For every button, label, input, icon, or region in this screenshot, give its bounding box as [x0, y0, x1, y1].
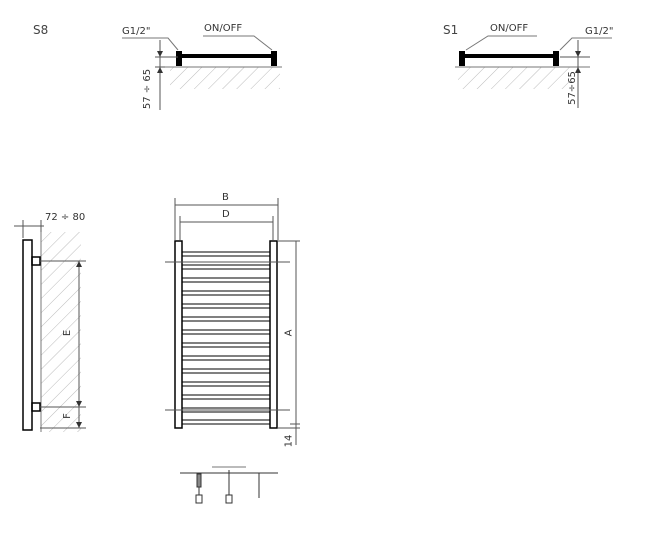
heating-bar — [181, 394, 271, 400]
heating-bar — [181, 419, 271, 425]
s1-distance-label: 57÷65 — [566, 71, 578, 105]
dim-a-label: A — [283, 329, 295, 337]
side-view — [14, 220, 86, 432]
heating-bar — [181, 303, 271, 309]
left-collector — [174, 240, 183, 429]
heating-bar — [181, 381, 271, 387]
s8-connection-label: G1/2" — [122, 26, 151, 37]
heating-bar — [181, 277, 271, 283]
heating-bar — [181, 342, 271, 348]
heating-bar — [181, 290, 271, 296]
heating-bar — [181, 264, 271, 270]
s1-switch-label: ON/OFF — [490, 23, 529, 34]
s8-top-view — [122, 35, 282, 110]
s1-connection-label: G1/2" — [585, 26, 614, 37]
heating-bar — [181, 368, 271, 374]
dim-14-label: 14 — [283, 434, 295, 448]
s8-title: S8 — [33, 23, 49, 37]
dim-d-label: D — [222, 209, 230, 220]
heating-bar — [181, 355, 271, 361]
s8-distance-label: 57 ÷ 65 — [142, 68, 154, 110]
heating-bar — [181, 251, 271, 257]
s1-title: S1 — [443, 23, 459, 37]
heating-bar — [181, 316, 271, 322]
depth-label: 72 ÷ 80 — [45, 212, 86, 223]
right-collector — [269, 240, 278, 429]
front-view — [165, 198, 300, 445]
heating-bar — [181, 329, 271, 335]
dim-f-label: F — [61, 413, 73, 419]
s1-top-view — [455, 35, 612, 108]
bottom-view — [180, 466, 278, 504]
dim-e-label: E — [62, 329, 74, 337]
dim-b-label: B — [222, 192, 229, 203]
s8-switch-label: ON/OFF — [204, 23, 243, 34]
